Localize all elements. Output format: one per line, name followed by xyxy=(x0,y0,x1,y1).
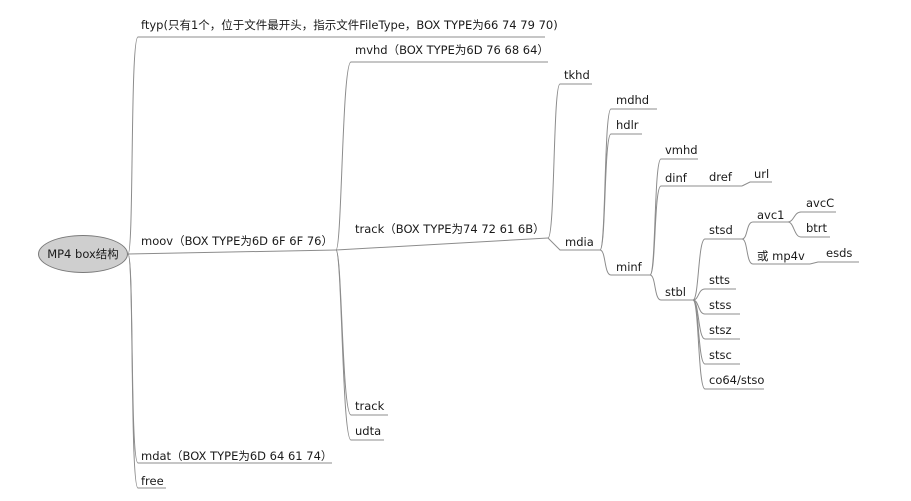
edge-stbl-stts xyxy=(692,288,736,301)
edge-mp4v-esds xyxy=(809,261,859,265)
edge-stbl-stsd xyxy=(692,238,742,301)
edge-moov-track2 xyxy=(335,249,388,416)
node-hdlr: hdlr xyxy=(616,118,639,132)
node-mdat: mdat（BOX TYPE为6D 64 61 74） xyxy=(141,449,333,463)
edge-minf-stbl xyxy=(649,274,693,301)
edge-root-moov xyxy=(127,249,337,255)
node-free: free xyxy=(141,474,164,488)
edge-mdia-minf xyxy=(599,249,650,276)
root-node: MP4 box结构 xyxy=(38,235,128,273)
node-mvhd: mvhd（BOX TYPE为6D 76 68 64） xyxy=(355,43,549,57)
edge-avc1-avcC xyxy=(787,211,836,223)
edge-root-mdat xyxy=(127,253,332,464)
edge-track-mdia xyxy=(547,237,600,251)
node-track-main: track（BOX TYPE为74 72 61 6B） xyxy=(355,222,545,236)
node-avcc: avcC xyxy=(806,196,835,210)
root-label: MP4 box结构 xyxy=(47,247,119,261)
node-btrt: btrt xyxy=(806,221,828,235)
edge-avc1-btrt xyxy=(787,221,830,238)
node-vmhd: vmhd xyxy=(665,143,698,157)
edge-minf-dinf xyxy=(649,185,693,276)
node-dref: dref xyxy=(709,170,732,184)
node-url: url xyxy=(754,167,770,181)
node-stsd: stsd xyxy=(709,223,733,237)
node-stbl: stbl xyxy=(665,285,686,299)
edge-dref-url xyxy=(741,181,772,187)
node-tkhd: tkhd xyxy=(564,68,590,82)
node-udta: udta xyxy=(355,424,382,438)
node-stss: stss xyxy=(709,298,732,312)
node-dinf: dinf xyxy=(665,171,687,185)
edge-stsd-mp4v xyxy=(741,238,810,265)
node-mdia: mdia xyxy=(565,235,594,249)
edge-track-tkhd xyxy=(547,83,592,239)
edge-root-free xyxy=(127,253,166,489)
edge-mdia-hdlr xyxy=(599,133,642,251)
edge-stbl-co64 xyxy=(692,299,764,390)
edge-moov-track1 xyxy=(335,237,549,251)
edge-root-ftyp xyxy=(127,36,545,255)
node-moov: moov（BOX TYPE为6D 6F 6F 76） xyxy=(141,234,334,248)
node-avc1: avc1 xyxy=(757,208,785,222)
node-ftyp: ftyp(只有1个，位于文件最开头，指示文件FileType，BOX TYPE为… xyxy=(141,18,558,32)
node-mdhd: mdhd xyxy=(616,93,650,107)
node-stsc: stsc xyxy=(709,348,732,362)
edge-moov-mvhd xyxy=(335,61,548,251)
node-stsz: stsz xyxy=(709,323,732,337)
node-esds: esds xyxy=(826,246,853,260)
node-co64-stso: co64/stso xyxy=(709,373,765,387)
node-minf: minf xyxy=(616,260,642,274)
node-stts: stts xyxy=(709,273,731,287)
node-mp4v: 或 mp4v xyxy=(757,249,805,263)
edge-stsd-avc1 xyxy=(741,221,788,240)
node-track-second: track xyxy=(355,399,385,413)
edge-moov-udta xyxy=(335,249,384,441)
